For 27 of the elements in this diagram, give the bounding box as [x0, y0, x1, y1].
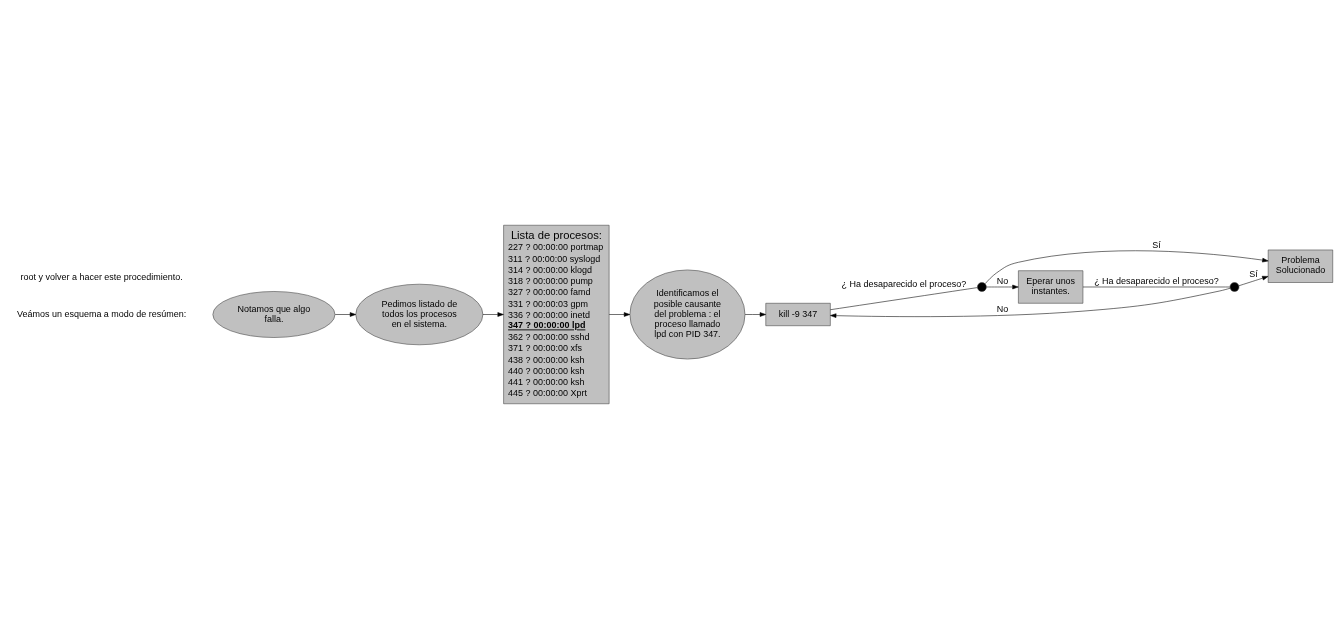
arrow: [1238, 275, 1269, 286]
node-box: kill -9 347: [765, 302, 831, 326]
node-box: Problema Solucionado: [1267, 249, 1333, 283]
label: root y volver a hacer este procedimiento.: [20, 271, 183, 282]
arrow: [482, 311, 504, 317]
edge-label: No: [996, 275, 1009, 286]
connector: [830, 286, 978, 310]
arrow: [608, 311, 631, 317]
edge-label: ¿ Ha desaparecido el proceso?: [841, 278, 967, 289]
node-box: Eperar unos instantes.: [1018, 269, 1084, 304]
edge-label: Sí: [1249, 268, 1258, 279]
node-ellipse: Identificamos el posible causante del problema : el proceso llamado lpd con PID 347.: [629, 269, 746, 359]
node-ellipse: Notamos que algo falla.: [212, 290, 336, 338]
edge-label: ¿ Ha desaparecido el proceso?: [1094, 275, 1219, 286]
edge-label: No: [996, 303, 1009, 314]
edge-label: Sí: [1152, 239, 1161, 250]
arrow: [334, 311, 356, 317]
node-ellipse: Pedimos listado de todos los procesos en el sistema.: [355, 283, 484, 345]
arrow: [744, 311, 766, 317]
node-box: Lista de procesos: 227 ? 00:00:00 portmap 311 ? 00:00:00 syslogd 314 ? 00:00:00 klogd 318 ? 00:00:00 pump 327 ? 00:00:00 famd 331 ? 00:00:03 gpm 336 ? 00:00:00 inetd 347 ? 00:00:00 lpd 362 ? 00:00:00 sshd 371 ? 00:00:00 xfs 438 ? 00:00:00 ksh 440 ? 00:00:00 ksh 441 ? 00:00:00 ksh 445 ? 00:00:00 Xprt: [503, 224, 610, 404]
arrow: [984, 250, 1269, 284]
label: Veámos un esquema a modo de resúmen:: [17, 308, 187, 319]
node-circle: [1229, 281, 1240, 292]
arrow: [986, 284, 1019, 289]
arrow: [830, 287, 1231, 318]
connector: [1082, 286, 1231, 287]
node-circle: [977, 281, 987, 292]
